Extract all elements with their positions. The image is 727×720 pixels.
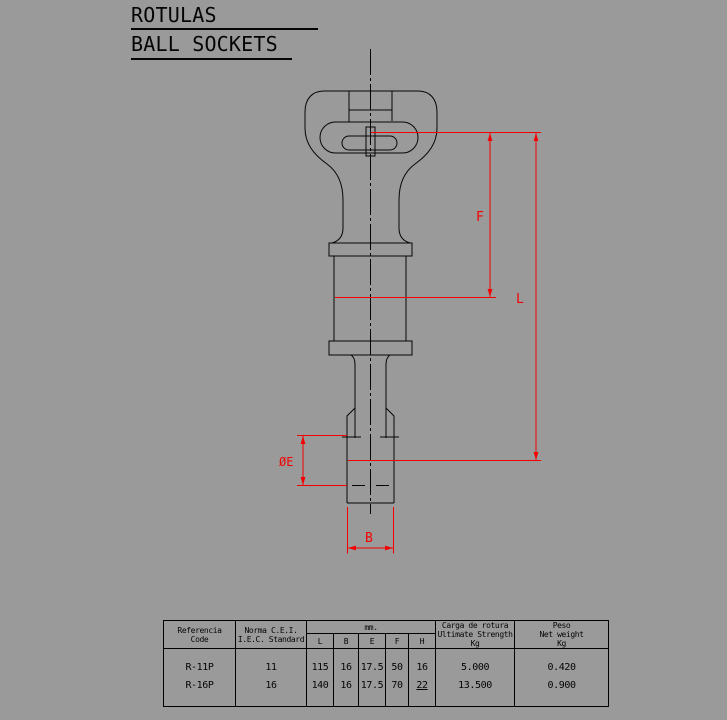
dimension-arrows: [300, 133, 539, 551]
stem-left: [346, 354, 356, 503]
dim-label-b: B: [365, 531, 373, 546]
ball-seat: [341, 135, 398, 151]
stem-right: [385, 354, 395, 503]
dim-label-oe: ØE: [279, 455, 293, 469]
ball-break-lines: [342, 436, 399, 486]
arrow-l-bottom: [533, 452, 539, 460]
header-col-h: H: [407, 633, 437, 650]
head-contour: [304, 90, 438, 244]
table-filler-row: [163, 692, 610, 707]
header-referencia: Referencia Code: [163, 620, 236, 650]
cell-weight: 0.900: [514, 675, 610, 693]
arrow-b-right: [385, 545, 394, 551]
cell-b: 16: [333, 648, 359, 676]
cell-code: R-16P: [163, 675, 236, 693]
header-row-2: L B E F H: [164, 633, 609, 650]
header-col-l: L: [306, 633, 334, 650]
cell-f: 70: [385, 675, 409, 693]
arrow-l-top: [533, 133, 539, 141]
header-mm: mm.: [305, 620, 437, 635]
header-peso: Peso Net weight Kg: [514, 620, 610, 650]
cell-e: 17.5: [358, 648, 386, 676]
dim-label-f: F: [476, 210, 484, 225]
header-col-e: E: [358, 633, 386, 650]
header-col-f: F: [385, 633, 409, 650]
cell-h: 16: [407, 648, 437, 676]
arrow-f-top: [487, 133, 493, 141]
cell-weight: 0.420: [514, 648, 610, 676]
cell-h: 22: [407, 675, 437, 693]
part-outline: [304, 90, 438, 504]
arrow-oe-top: [300, 435, 306, 444]
cell-l: 140: [306, 675, 334, 693]
header-row-1: Referencia Code Norma C.E.I. I.E.C. Stan…: [163, 620, 610, 650]
lower-flange: [328, 340, 413, 356]
slot-pin-section: [365, 126, 376, 157]
header-col-b: B: [333, 633, 359, 650]
title-english: BALL SOCKETS: [131, 30, 292, 60]
cell-strength: 5.000: [435, 648, 516, 676]
table-row-r11p: R-11P 11 115 16 17.5 50 16 5.000 0.420: [163, 648, 610, 676]
cell-strength: 13.500: [435, 675, 516, 693]
arrow-b-left: [347, 545, 356, 551]
title-spanish: ROTULAS: [131, 4, 318, 30]
dim-label-l: L: [516, 292, 524, 307]
spec-table: Referencia Code Norma C.E.I. I.E.C. Stan…: [163, 620, 610, 707]
cell-l: 115: [306, 648, 334, 676]
cell-e: 17.5: [358, 675, 386, 693]
header-norma: Norma C.E.I. I.E.C. Standard: [235, 620, 307, 650]
dimension-lines: [297, 132, 541, 554]
socket-slot: [319, 121, 419, 154]
arrow-oe-bottom: [300, 477, 306, 486]
cell-standard: 11: [235, 648, 307, 676]
cell-code: R-11P: [163, 648, 236, 676]
header-carga: Carga de rotura Ultimate Strength Kg: [435, 620, 516, 650]
cell-standard: 16: [235, 675, 307, 693]
table-row-r16p: R-16P 16 140 16 17.5 70 22 13.500 0.900: [163, 675, 610, 693]
cell-f: 50: [385, 648, 409, 676]
drawing-title-block: ROTULAS BALL SOCKETS: [131, 4, 318, 60]
arrow-f-bottom: [487, 289, 493, 297]
head-pocket-lines: [348, 91, 393, 122]
cell-b: 16: [333, 675, 359, 693]
